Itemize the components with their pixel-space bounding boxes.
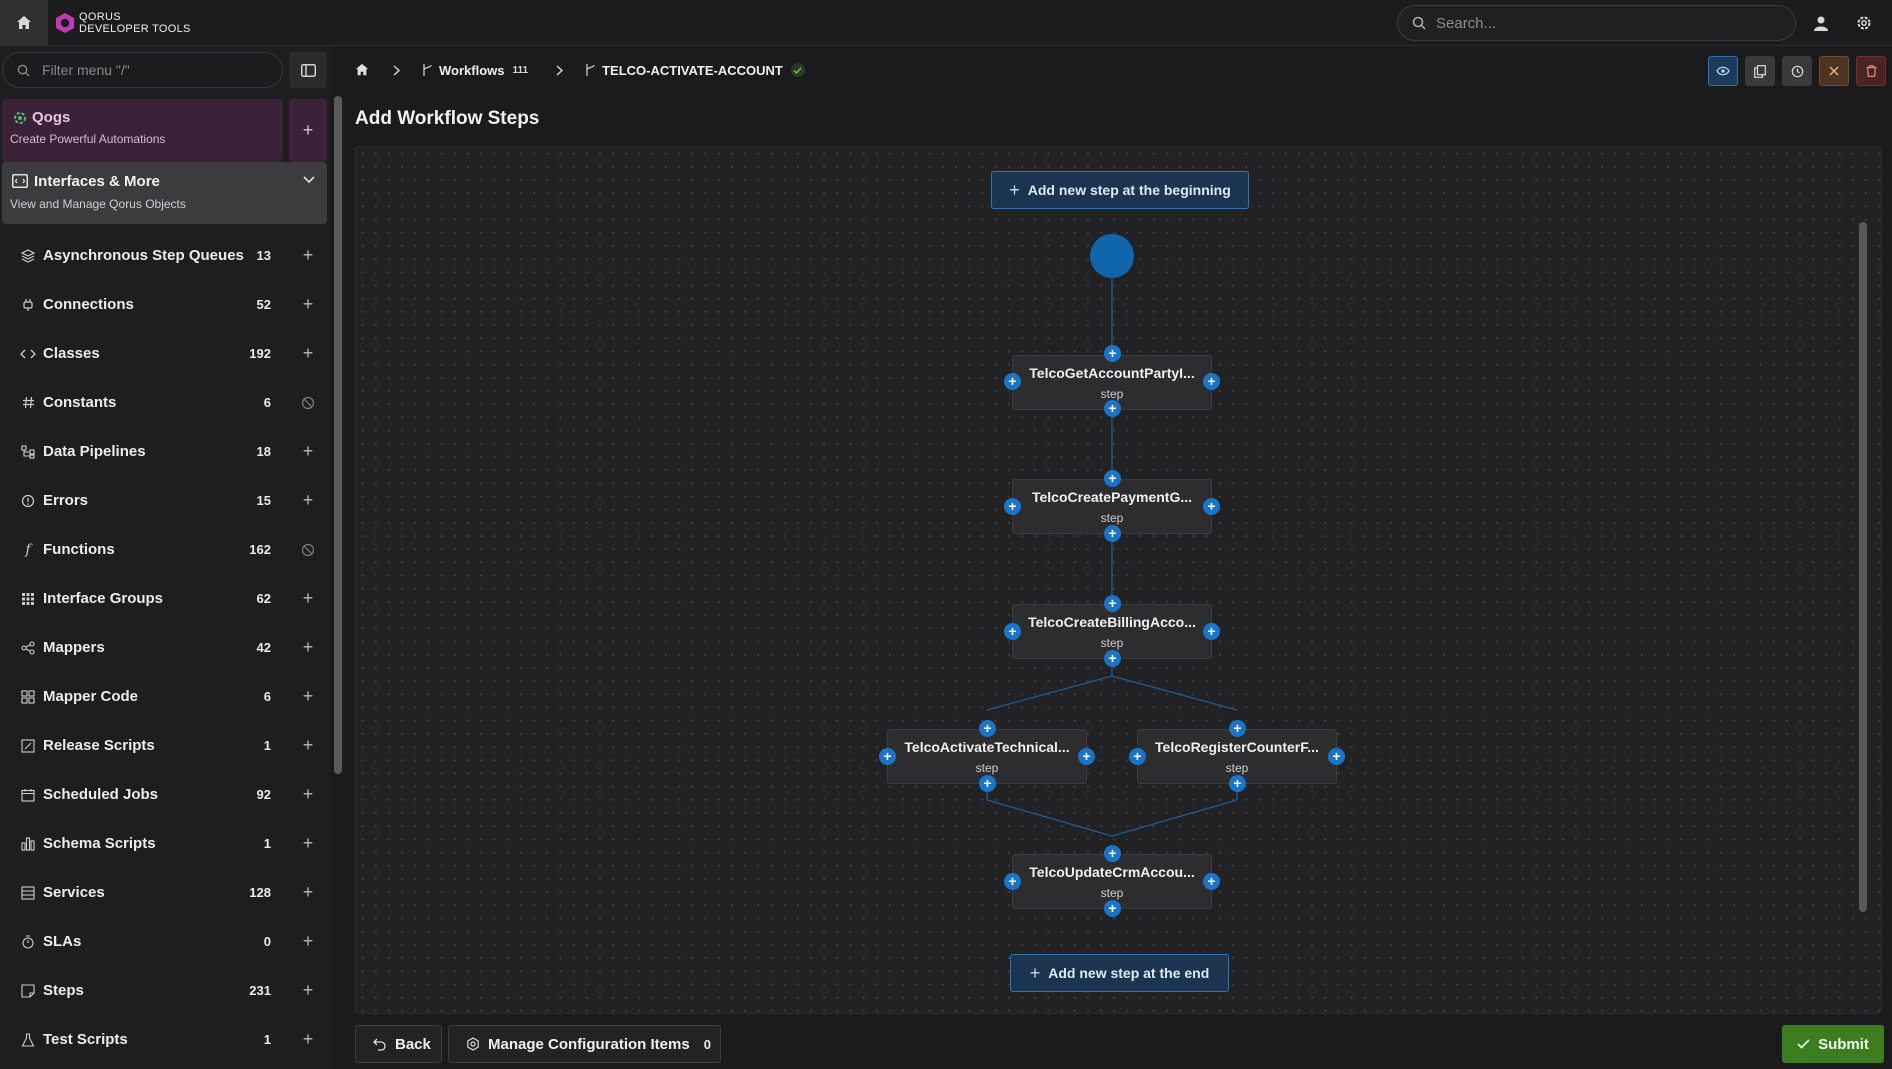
step-name: TelcoCreatePaymentG... — [1013, 489, 1211, 505]
manage-config-items-button[interactable]: Manage Configuration Items 0 — [448, 1025, 721, 1063]
add-step-right-button[interactable]: + — [1203, 623, 1220, 640]
step-kind: step — [1013, 636, 1211, 650]
config-count-badge: 0 — [704, 1037, 711, 1052]
step-kind: step — [1138, 761, 1336, 775]
add-step-after-button[interactable]: + — [1104, 525, 1121, 542]
add-step-after-button[interactable]: + — [1104, 650, 1121, 667]
add-step-before-button[interactable]: + — [1104, 845, 1121, 862]
add-step-before-button[interactable]: + — [1104, 345, 1121, 362]
manage-config-label: Manage Configuration Items — [488, 1036, 690, 1053]
add-step-before-button[interactable]: + — [1104, 470, 1121, 487]
add-step-before-button[interactable]: + — [979, 720, 996, 737]
step-kind: step — [1013, 886, 1211, 900]
add-step-after-button[interactable]: + — [1104, 400, 1121, 417]
add-step-right-button[interactable]: + — [1203, 498, 1220, 515]
add-step-left-button[interactable]: + — [1004, 873, 1021, 890]
add-step-left-button[interactable]: + — [1004, 373, 1021, 390]
add-step-beginning-button[interactable]: + Add new step at the beginning — [991, 171, 1249, 209]
step-name: TelcoUpdateCrmAccou... — [1013, 864, 1211, 880]
step-name: TelcoGetAccountPartyI... — [1013, 365, 1211, 381]
submit-button[interactable]: Submit — [1782, 1025, 1884, 1063]
add-step-after-button[interactable]: + — [979, 775, 996, 792]
step-kind: step — [1013, 387, 1211, 401]
plus-icon: + — [1009, 180, 1020, 201]
canvas-scrollbar[interactable] — [1859, 222, 1867, 912]
step-name: TelcoActivateTechnical... — [888, 739, 1086, 755]
add-step-end-button[interactable]: + Add new step at the end — [1010, 954, 1229, 992]
add-step-right-button[interactable]: + — [1203, 873, 1220, 890]
add-step-right-button[interactable]: + — [1078, 748, 1095, 765]
add-step-left-button[interactable]: + — [1004, 623, 1021, 640]
add-step-after-button[interactable]: + — [1104, 900, 1121, 917]
back-button[interactable]: Back — [355, 1025, 442, 1063]
add-step-left-button[interactable]: + — [879, 748, 896, 765]
step-name: TelcoCreateBillingAcco... — [1013, 614, 1211, 630]
check-icon — [1797, 1039, 1810, 1049]
add-step-before-button[interactable]: + — [1104, 595, 1121, 612]
config-icon — [466, 1037, 480, 1051]
step-name: TelcoRegisterCounterF... — [1138, 739, 1336, 755]
add-step-left-button[interactable]: + — [1004, 498, 1021, 515]
add-step-right-button[interactable]: + — [1328, 748, 1345, 765]
add-step-after-button[interactable]: + — [1229, 775, 1246, 792]
add-step-end-label: Add new step at the end — [1048, 965, 1209, 981]
step-kind: step — [1013, 511, 1211, 525]
submit-label: Submit — [1818, 1036, 1869, 1053]
plus-icon: + — [1030, 963, 1041, 984]
add-step-left-button[interactable]: + — [1129, 748, 1146, 765]
add-step-beginning-label: Add new step at the beginning — [1028, 182, 1231, 198]
workflow-start-node — [1090, 234, 1134, 278]
step-kind: step — [888, 761, 1086, 775]
undo-icon — [373, 1038, 386, 1051]
add-step-right-button[interactable]: + — [1203, 373, 1220, 390]
back-label: Back — [395, 1036, 431, 1053]
add-step-before-button[interactable]: + — [1229, 720, 1246, 737]
